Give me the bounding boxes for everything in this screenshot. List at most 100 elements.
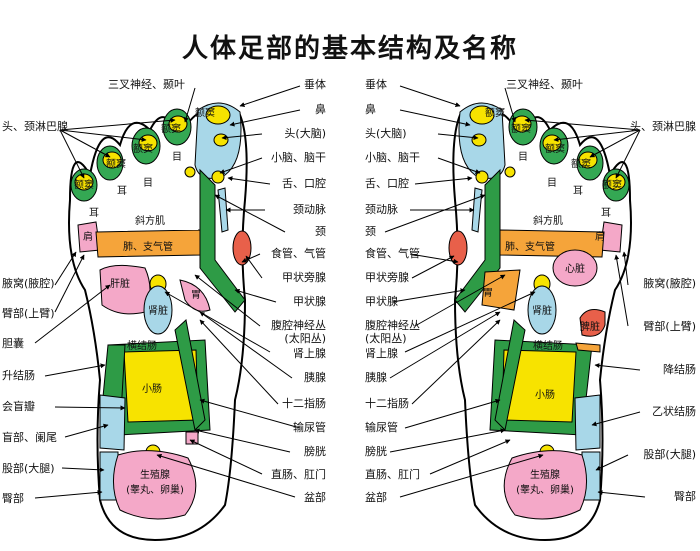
left-inner-sinus-3: 额窦 (133, 142, 153, 155)
label-buttocks-right: 臀部 (674, 489, 696, 503)
label-tongue-mouth-right: 舌、口腔 (365, 176, 409, 190)
label-rectum-left: 直肠、肛门 (271, 467, 326, 481)
label-bladder-left: 膀胱 (304, 444, 326, 458)
left-inner-kidney: 肾脏 (148, 304, 168, 317)
label-carotid-right: 颈动脉 (365, 202, 398, 216)
left-inner-liver: 肝脏 (110, 277, 130, 290)
right-inner-shoulder: 肩 (595, 230, 605, 243)
label-pituitary-right: 垂体 (365, 77, 387, 91)
label-cerebellum-left: 小脑、脑干 (271, 151, 326, 164)
label-head-neck-lymph-left: 头、颈淋巴腺 (2, 119, 68, 133)
right-inner-lung: 肺、支气管 (505, 240, 555, 253)
label-gallbladder: 胆囊 (2, 336, 24, 350)
label-pancreas-right: 胰腺 (365, 370, 387, 384)
label-upper-arm-left: 臂部(上臂) (2, 306, 55, 320)
right-inner-sinus-2: 额窦 (511, 122, 531, 135)
right-inner-small-intestine: 小肠 (535, 389, 555, 401)
label-head-brain-right: 头(大脑) (365, 126, 407, 140)
label-duodenum-right: 十二指肠 (365, 396, 409, 410)
left-inner-sinus-2: 额窦 (161, 122, 181, 135)
right-inner-trapezius: 斜方肌 (533, 214, 563, 227)
label-bladder-right: 膀胱 (365, 444, 387, 458)
label-adrenal-right: 肾上腺 (365, 346, 398, 360)
right-inner-kidney: 肾脏 (532, 304, 552, 317)
left-inner-sinus-5: 额窦 (74, 178, 94, 191)
label-trigeminal-left: 三叉神经、颞叶 (108, 77, 185, 91)
label-solar-plexus-left: 腹腔神经丛 (271, 318, 326, 332)
left-inner-ear-2: 耳 (89, 207, 99, 219)
label-parathyroid-right: 甲状旁腺 (365, 270, 409, 284)
label-head-neck-lymph-right: 头、颈淋巴腺 (630, 119, 696, 133)
left-inner-sinus-4: 额窦 (106, 157, 126, 170)
right-inner-ear-1: 耳 (573, 185, 583, 197)
label-thigh-left: 股部(大腿) (2, 461, 55, 475)
label-head-brain-left: 头(大脑) (284, 126, 326, 140)
left-inner-gonads: 生殖腺 (140, 468, 170, 481)
label-solar-plexus-sub-right: (太阳丛) (365, 332, 407, 345)
label-cecum-appendix: 盲部、阑尾 (2, 430, 57, 444)
label-esophagus-left: 食管、气管 (271, 246, 326, 260)
label-ileocecal-valve: 会盲瓣 (2, 399, 35, 413)
label-pelvis-right: 盆部 (365, 490, 387, 504)
left-inner-small-intestine: 小肠 (142, 383, 162, 395)
left-inner-frontal-sinus-big: 额窦 (195, 106, 215, 119)
left-inner-shoulder: 肩 (83, 230, 93, 243)
label-trigeminal-right: 三叉神经、颞叶 (506, 77, 583, 91)
label-thyroid-right: 甲状腺 (365, 294, 398, 308)
right-inner-eye-1: 目 (518, 152, 528, 163)
left-inner-gonads-sub: (睾丸、卵巢) (126, 483, 184, 496)
right-inner-sinus-4: 额窦 (571, 157, 591, 170)
right-inner-stomach: 胃 (483, 287, 493, 299)
right-foot (448, 102, 632, 542)
left-inner-trapezius: 斜方肌 (135, 214, 165, 227)
label-tongue-mouth-left: 舌、口腔 (282, 176, 326, 190)
label-duodenum-left: 十二指肠 (282, 396, 326, 410)
label-solar-plexus-right: 腹腔神经丛 (365, 318, 420, 332)
right-inner-eye-2: 目 (547, 178, 557, 189)
label-armpit-left: 腋窝(腋腔) (2, 276, 55, 290)
left-inner-ear-1: 耳 (117, 185, 127, 197)
label-carotid-left: 颈动脉 (293, 202, 326, 216)
label-esophagus-right: 食管、气管 (365, 246, 420, 260)
left-inner-stomach: 胃 (191, 289, 201, 301)
left-inner-eye-2: 目 (143, 178, 153, 189)
label-pelvis-left: 盆部 (304, 490, 326, 504)
label-descending-colon: 降结肠 (663, 362, 696, 376)
right-inner-sinus-5: 额窦 (602, 178, 622, 191)
right-inner-heart: 心脏 (565, 262, 585, 275)
right-inner-spleen: 脾脏 (580, 320, 600, 333)
label-thyroid-left: 甲状腺 (293, 294, 326, 308)
label-nose-left: 鼻 (315, 102, 326, 116)
label-buttocks-left: 臀部 (2, 491, 24, 505)
left-inner-eye-1: 目 (172, 152, 182, 163)
right-inner-ear-2: 耳 (601, 207, 611, 219)
label-ascending-colon: 升结肠 (2, 369, 35, 382)
label-cerebellum-right: 小脑、脑干 (365, 151, 420, 164)
label-sigmoid-colon: 乙状结肠 (652, 404, 696, 418)
label-pituitary-left: 垂体 (304, 77, 326, 91)
label-upper-arm-right: 臂部(上臂) (643, 319, 696, 333)
right-inner-sinus-big: 额窦 (485, 106, 505, 119)
label-ureter-left: 输尿管 (293, 420, 326, 434)
right-inner-transverse-colon: 横结肠 (533, 339, 563, 352)
label-neck-left: 颈 (315, 225, 326, 238)
label-neck-right: 颈 (365, 225, 376, 238)
right-inner-sinus-3: 额窦 (545, 142, 565, 155)
label-parathyroid-left: 甲状旁腺 (282, 270, 326, 284)
label-armpit-right: 腋窝(腋腔) (643, 276, 696, 290)
page-title: 人体足部的基本结构及名称 (181, 34, 518, 64)
left-inner-lung: 肺、支气管 (123, 240, 173, 253)
right-inner-gonads: 生殖腺 (530, 468, 560, 481)
right-inner-gonads-sub: (睾丸、卵巢) (516, 483, 574, 496)
leader-lines (34, 85, 646, 499)
label-pancreas-left: 胰腺 (304, 370, 326, 384)
label-nose-right: 鼻 (365, 102, 376, 116)
left-inner-transverse-colon: 横结肠 (127, 339, 157, 352)
label-rectum-right: 直肠、肛门 (365, 467, 420, 481)
label-ureter-right: 输尿管 (365, 420, 398, 434)
label-adrenal-left: 肾上腺 (293, 346, 326, 360)
label-solar-plexus-sub-left: (太阳丛) (284, 332, 326, 345)
left-foot (68, 102, 252, 542)
